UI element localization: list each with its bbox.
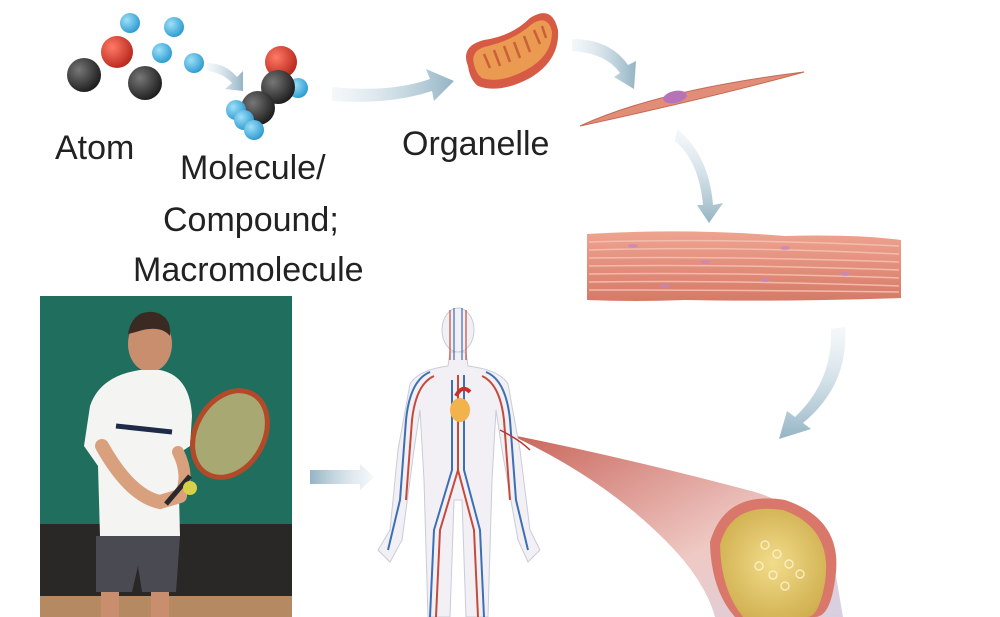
hydrogen-atom	[164, 17, 184, 37]
hydrogen-atom	[120, 13, 140, 33]
oxygen-atom	[101, 36, 133, 68]
tennis-player-photo	[40, 296, 292, 617]
arrow-cell-to-tissue	[675, 129, 723, 223]
arrow-system-to-organism	[310, 464, 374, 490]
label-molecule-line1: Molecule/	[180, 149, 326, 187]
hydrogen-atom	[184, 53, 204, 73]
molecule-illustration	[226, 46, 308, 140]
label-organelle: Organelle	[402, 125, 550, 163]
label-atom: Atom	[55, 129, 135, 167]
blood-vessel-illustration	[517, 436, 843, 617]
hydrogen-atom	[152, 43, 172, 63]
arrow-organelle-to-cell	[572, 39, 636, 89]
circulatory-system-illustration	[377, 307, 541, 617]
player-illustration	[84, 311, 270, 617]
label-molecule-line3: Macromolecule	[133, 251, 364, 289]
carbon-atom	[67, 58, 101, 92]
label-molecule-line2: Compound;	[163, 201, 339, 239]
arrow-atom-to-molecule	[207, 63, 243, 91]
arrow-tissue-to-organ	[779, 327, 846, 439]
carbon-atom	[128, 66, 162, 100]
heart-icon	[450, 398, 470, 422]
atoms-illustration	[67, 13, 204, 100]
mitochondrion-illustration	[466, 13, 559, 89]
arrow-molecule-to-organelle	[332, 69, 454, 102]
muscle-cell-illustration	[579, 71, 805, 127]
muscle-tissue-illustration	[587, 231, 901, 301]
